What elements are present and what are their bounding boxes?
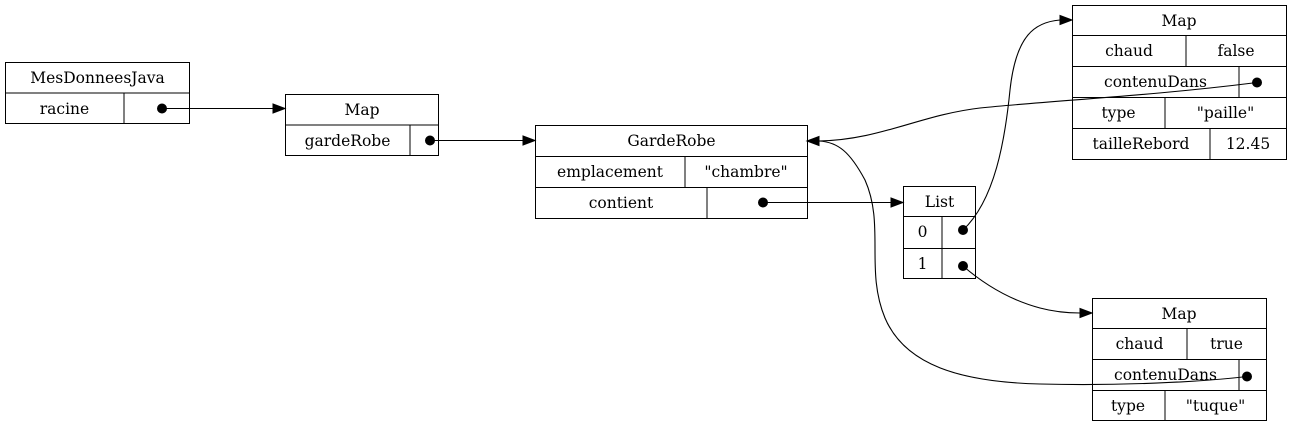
field-key: type — [1111, 397, 1145, 415]
field-key: racine — [40, 100, 89, 118]
field-value: 12.45 — [1226, 135, 1270, 153]
edge-racine-to-map — [162, 103, 287, 114]
arrowhead — [890, 197, 905, 208]
node-map-tuque: Map chaud true contenuDans type "tuque" — [1092, 298, 1267, 421]
node-title: Map — [344, 101, 379, 119]
edge-line — [962, 19, 1061, 231]
field-key: type — [1101, 104, 1135, 122]
field-key: contenuDans — [1104, 73, 1207, 91]
field-key: chaud — [1116, 335, 1164, 353]
node-map-paille-frame — [1072, 5, 1287, 160]
field-value: false — [1217, 42, 1254, 60]
edge-list0-to-map-paille — [962, 14, 1074, 231]
node-title: Map — [1161, 12, 1196, 30]
node-title: MesDonneesJava — [30, 69, 164, 87]
edge-contient-to-list — [763, 197, 905, 208]
field-value: "paille" — [1197, 104, 1254, 122]
list-index: 1 — [918, 255, 928, 273]
edge-list1-to-map-tuque — [962, 265, 1094, 319]
edge-tuque-contenudans-to-garderobe — [818, 140, 1248, 386]
field-key: chaud — [1105, 42, 1153, 60]
node-list: List 0 1 — [903, 186, 976, 279]
node-title: GardeRobe — [627, 132, 715, 150]
field-key: contient — [589, 194, 654, 212]
field-value: true — [1210, 335, 1243, 353]
field-key: contenuDans — [1114, 366, 1217, 384]
edge-line — [962, 265, 1081, 314]
node-title: List — [925, 193, 955, 211]
field-key: gardeRobe — [305, 132, 391, 150]
arrowhead — [272, 103, 287, 114]
edge-garderobe-ref-to-garderobe — [430, 135, 537, 146]
field-value: "tuque" — [1186, 397, 1246, 415]
field-value: "chambre" — [704, 163, 787, 181]
arrowhead — [805, 135, 820, 147]
field-key: emplacement — [557, 163, 664, 181]
edge-line — [818, 81, 1258, 142]
field-key: tailleRebord — [1093, 135, 1190, 153]
node-map-paille: Map chaud false contenuDans type "paille… — [1072, 5, 1287, 160]
edge-line — [818, 140, 1248, 386]
arrowhead — [1059, 14, 1074, 26]
arrowhead — [522, 135, 537, 146]
arrowhead — [1079, 307, 1094, 319]
list-index: 0 — [918, 223, 928, 241]
node-garderobe: GardeRobe emplacement "chambre" contient — [535, 125, 808, 219]
node-mesdonneesjava: MesDonneesJava racine — [5, 62, 190, 124]
node-title: Map — [1161, 305, 1196, 323]
node-map-racine: Map gardeRobe — [285, 94, 439, 156]
